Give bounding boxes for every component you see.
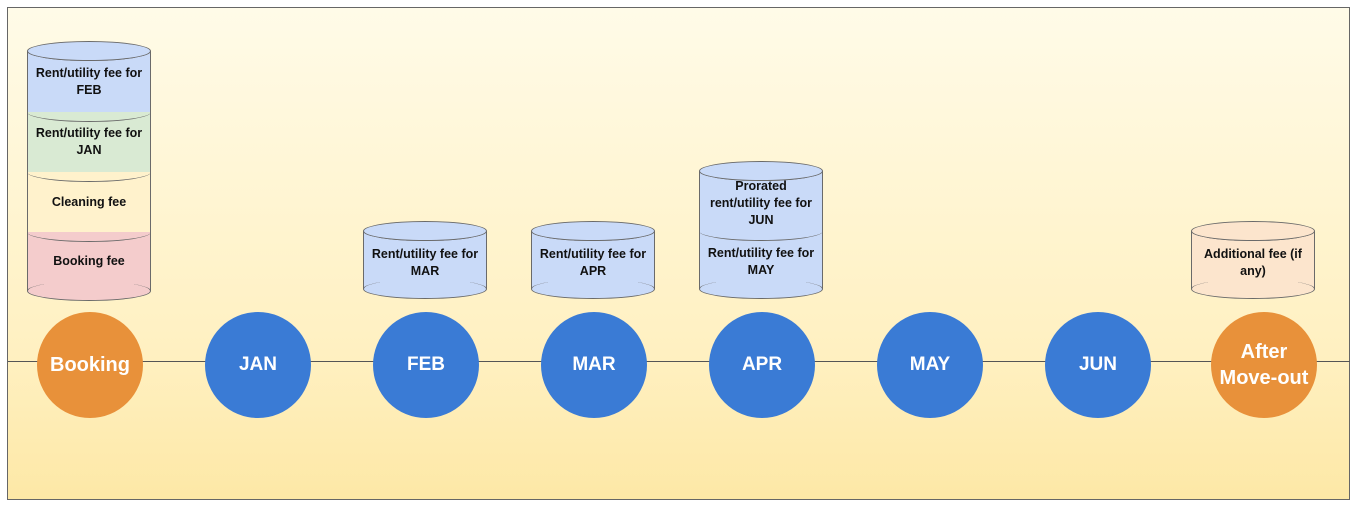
milestone-apr-label: APR [741,354,783,375]
fee-stack-feb-top [363,221,487,241]
fee-stack-feb-bottom [363,279,487,299]
fee-stack-after-moveout: Additional fee (if any) [1191,221,1315,299]
diagram-background [7,7,1350,500]
fee-rent-feb-label: Rent/utility fee for FEB [35,65,143,97]
milestone-feb: FEB [373,312,479,418]
fee-prorated-jun-label: Prorated rent/utility fee for JUN [709,178,813,227]
timeline-line [8,361,1350,362]
fee-stack-after-moveout-bottom [1191,279,1315,299]
milestone-booking-label: Booking [50,354,130,376]
fee-stack-mar: Rent/utility fee for APR [531,221,655,299]
fee-stack-mar-bottom [531,279,655,299]
fee-rent-may-label: Rent/utility fee for MAY [707,246,815,277]
milestone-jun-label: JUN [1078,354,1117,375]
fee-additional-label: Additional fee (if any) [1204,247,1302,278]
milestone-mar: MAR [541,312,647,418]
fee-prorated-jun: Prorated rent/utility fee for JUN [699,171,823,231]
fee-stack-booking: Rent/utility fee for FEB Rent/utility fe… [27,41,151,301]
fee-stack-feb: Rent/utility fee for MAR [363,221,487,299]
milestone-may: MAY [877,312,983,418]
fee-stack-after-moveout-top [1191,221,1315,241]
milestone-jun: JUN [1045,312,1151,418]
milestone-booking: Booking [37,312,143,418]
fee-cleaning-label: Cleaning fee [51,194,127,209]
fee-stack-mar-top [531,221,655,241]
milestone-after-moveout-label: After Move-out [1219,341,1309,389]
fee-stack-booking-top [27,41,151,61]
milestone-apr: APR [709,312,815,418]
milestone-feb-label: FEB [407,354,445,375]
milestone-after-moveout: After Move-out [1211,312,1317,418]
fee-stack-apr-bottom [699,279,823,299]
milestone-mar-label: MAR [572,354,616,375]
fee-additional: Additional fee (if any) [1191,231,1315,289]
fee-rent-mar-label: Rent/utility fee for MAR [371,247,479,278]
fee-booking-label: Booking fee [53,254,125,268]
milestone-may-label: MAY [909,354,951,375]
fee-rent-may: Rent/utility fee for MAY [699,231,823,289]
milestone-jan-label: JAN [238,354,277,375]
fee-stack-apr: Prorated rent/utility fee for JUN Rent/u… [699,161,823,299]
fee-stack-booking-bottom [27,281,151,301]
milestone-jan: JAN [205,312,311,418]
fee-stack-apr-top [699,161,823,181]
fee-rent-jan-label: Rent/utility fee for JAN [35,126,143,157]
fee-rent-apr-label: Rent/utility fee for APR [539,247,647,278]
